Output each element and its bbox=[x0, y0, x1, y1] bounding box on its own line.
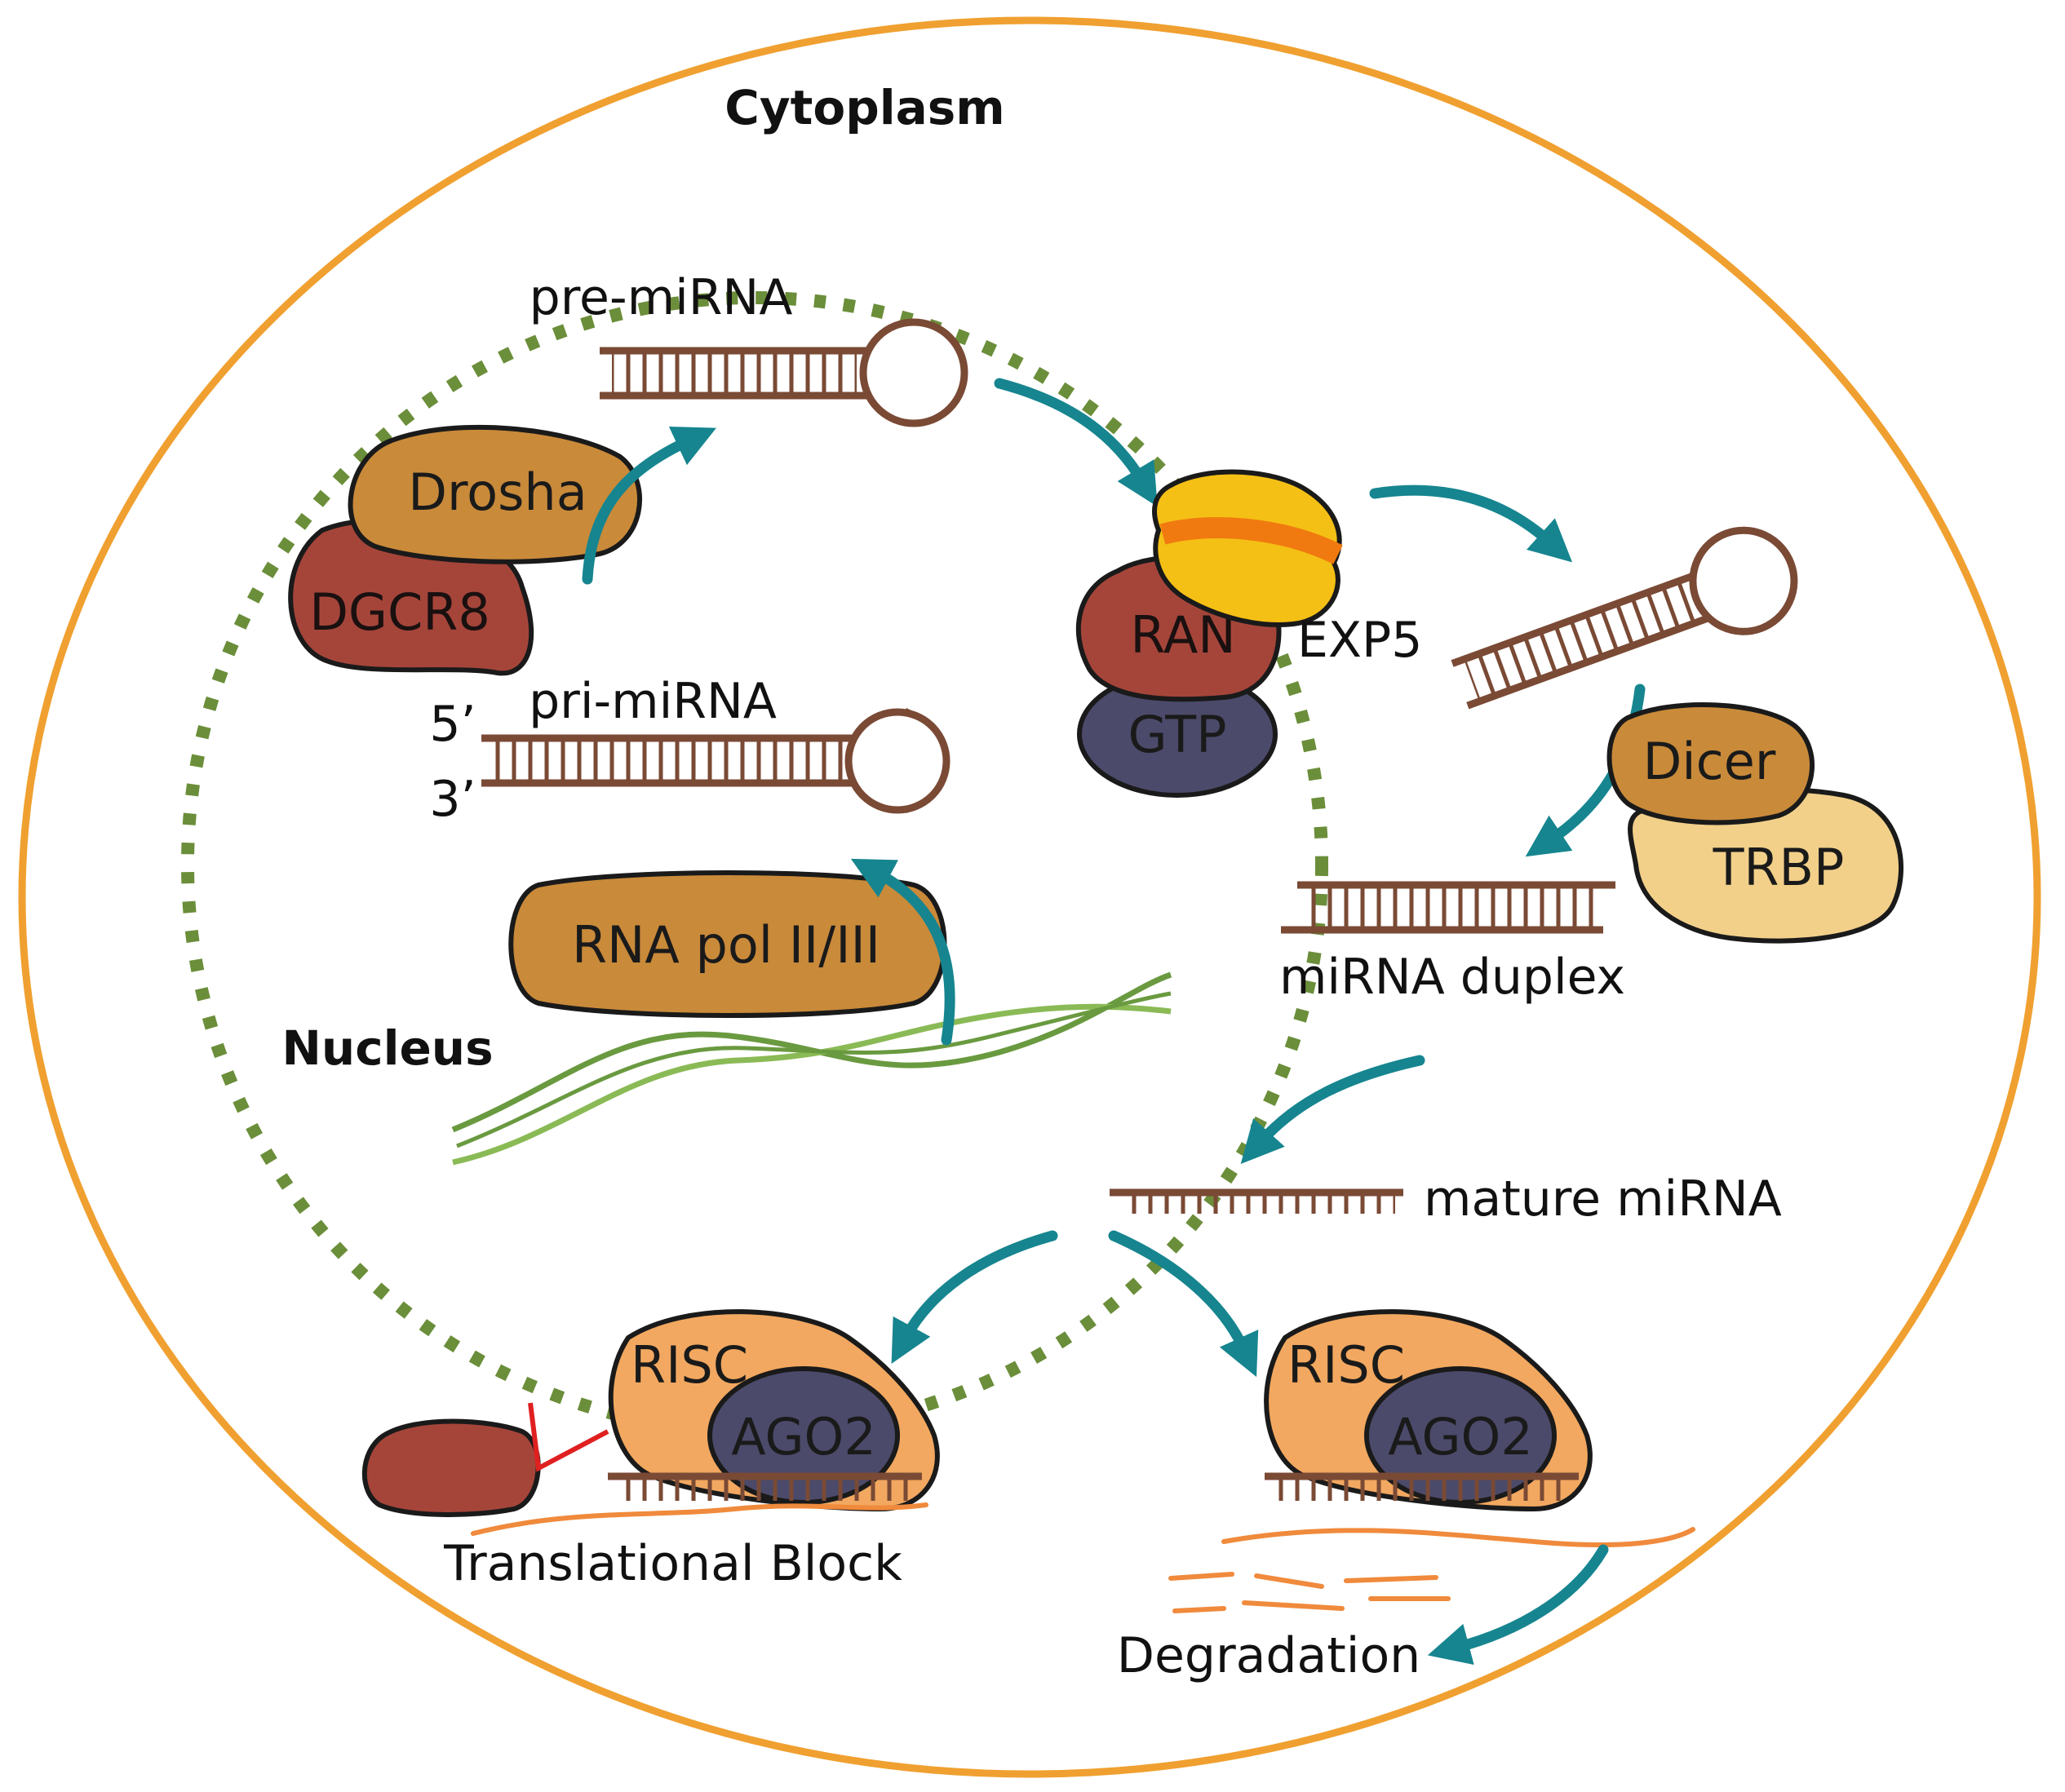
ago2-label-left: AGO2 bbox=[731, 1407, 876, 1467]
exp5-label: EXP5 bbox=[1297, 612, 1422, 669]
exportin-shape bbox=[1152, 469, 1342, 627]
translational-block-label: Translational Block bbox=[443, 1535, 902, 1592]
pri-mirna-label: pri-miRNA bbox=[529, 673, 777, 730]
exportin-complex: GTP RAN bbox=[1075, 469, 1343, 798]
cytoplasmic-pre-mirna bbox=[1451, 526, 1798, 710]
rna-pol-label: RNA pol II/III bbox=[572, 915, 880, 975]
pre-mirna-hairpin bbox=[600, 318, 968, 427]
three-prime-label: 3’ bbox=[429, 771, 476, 828]
risc-label-right: RISC bbox=[1287, 1335, 1405, 1395]
drosha-processing-arrow bbox=[582, 427, 716, 585]
ribosome-shape bbox=[361, 1418, 541, 1517]
dgcr8-label: DGCR8 bbox=[309, 582, 490, 642]
mirna-duplex bbox=[1281, 881, 1615, 934]
export-arrow-in bbox=[994, 378, 1158, 507]
export-arrow-out bbox=[1369, 485, 1573, 563]
nucleus-label: Nucleus bbox=[281, 1020, 493, 1076]
dicer-shape bbox=[1606, 702, 1815, 825]
risc-translational-block: RISC AGO2 bbox=[361, 1309, 940, 1536]
dicer-complex: TRBP Dicer bbox=[1606, 702, 1903, 944]
cytoplasm-label: Cytoplasm bbox=[725, 80, 1004, 135]
degradation-label: Degradation bbox=[1117, 1627, 1420, 1684]
inhibition-mark bbox=[528, 1402, 609, 1472]
unwinding-arrow bbox=[1240, 1055, 1425, 1165]
trbp-label: TRBP bbox=[1713, 838, 1845, 897]
rna-pol-complex: RNA pol II/III bbox=[508, 870, 947, 1018]
pri-mirna-hairpin bbox=[481, 707, 951, 814]
ago2-shape-right bbox=[1364, 1366, 1557, 1505]
transcription-arrow bbox=[850, 858, 955, 1046]
degradation-arrow bbox=[1108, 1230, 1259, 1378]
mature-mirna-strand bbox=[1110, 1188, 1403, 1214]
gtp-label: GTP bbox=[1128, 705, 1226, 764]
drosha-label: Drosha bbox=[408, 462, 587, 522]
translational-block-arrow bbox=[891, 1230, 1058, 1364]
dna-helix bbox=[451, 971, 1172, 1166]
cell-membrane bbox=[18, 16, 2041, 1778]
ago2-shape-left bbox=[707, 1366, 900, 1505]
five-prime-label: 5’ bbox=[429, 696, 476, 753]
mirna-duplex-label: miRNA duplex bbox=[1279, 949, 1625, 1006]
risc-label-left: RISC bbox=[631, 1335, 748, 1395]
degradation-outcome-arrow bbox=[1427, 1544, 1609, 1666]
mature-mirna-label: mature miRNA bbox=[1424, 1170, 1782, 1228]
pre-mirna-label: pre-miRNA bbox=[530, 269, 793, 326]
risc-degradation: RISC AGO2 bbox=[1168, 1309, 1695, 1613]
ago2-label-right: AGO2 bbox=[1388, 1407, 1533, 1467]
dicer-label: Dicer bbox=[1643, 732, 1776, 791]
